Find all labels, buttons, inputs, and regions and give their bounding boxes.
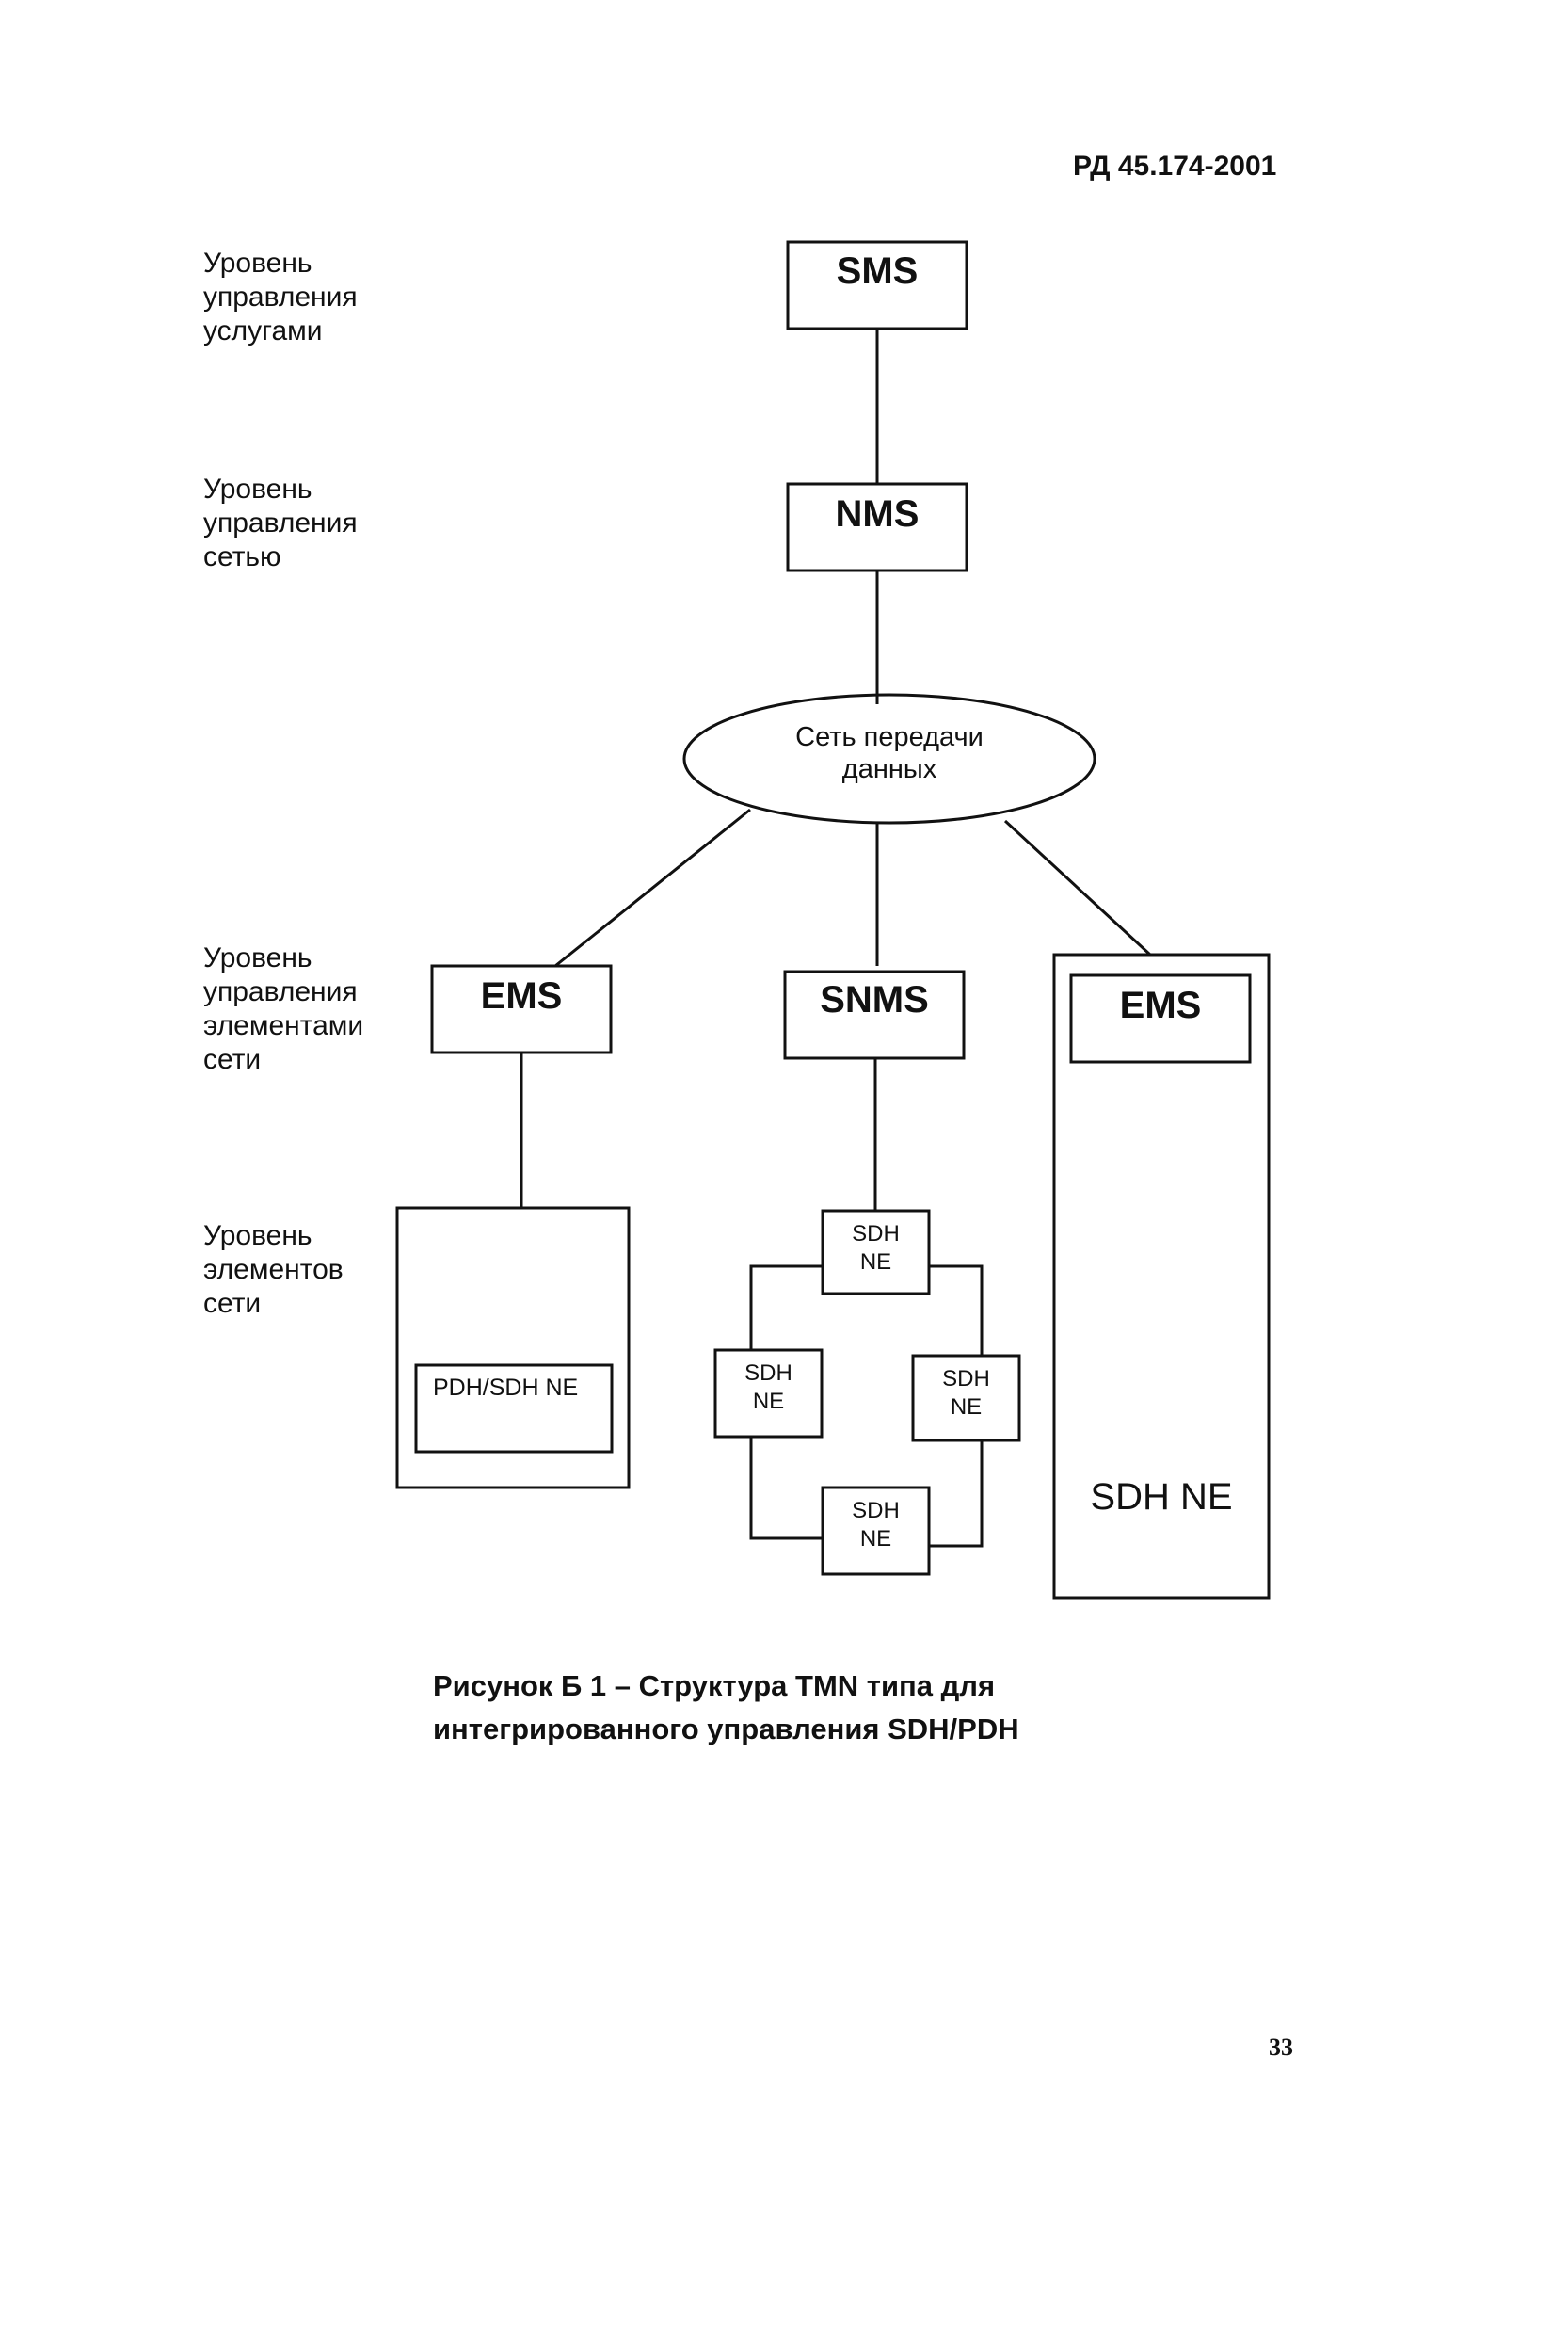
figure-caption: Рисунок Б 1 – Структура TMN типа для инт… <box>433 1669 1019 1745</box>
ems-right-box <box>1069 973 1252 1064</box>
sms-label: SMS <box>836 250 919 292</box>
pdh-sdh-ne-box <box>414 1363 614 1454</box>
nms-label: NMS <box>835 493 920 535</box>
sdh-ne-big-label: SDH NE <box>1090 1476 1233 1518</box>
data-network-ellipse <box>682 693 1096 825</box>
pdh-sdh-container <box>395 1206 631 1489</box>
ring-link-bottom-left <box>749 1437 823 1540</box>
level-label-network-elements: Уровень элементов сети <box>203 1220 344 1319</box>
level-label-services: Уровень управления услугами <box>203 248 358 346</box>
ring-link-top-right <box>929 1264 984 1356</box>
data-network-label-line2: данных <box>841 754 937 784</box>
sdh-ne-right-container <box>1052 953 1271 1600</box>
sdh-ne-top-box <box>821 1209 931 1295</box>
sdh-ne-bottom-box <box>821 1486 931 1576</box>
ring-link-bottom-right <box>929 1440 984 1548</box>
data-network-label-line1: Сеть передачи <box>795 722 984 752</box>
ems-right-label: EMS <box>1119 985 1202 1026</box>
sdh-ne-left-label: SDH NE <box>744 1360 792 1414</box>
sdh-ne-top-label: SDH NE <box>852 1221 900 1275</box>
document-code: РД 45.174-2001 <box>1073 151 1277 182</box>
ring-link-top-left <box>749 1264 823 1350</box>
sdh-ne-bottom-label: SDH NE <box>852 1498 900 1552</box>
page-number: 33 <box>1269 2034 1293 2061</box>
sdh-ne-right-label: SDH NE <box>942 1366 990 1420</box>
ems-left-label: EMS <box>480 975 563 1017</box>
sdh-ne-left-box <box>713 1348 824 1439</box>
link-network-ems-left <box>554 808 751 968</box>
link-network-ems-right <box>1003 819 1152 957</box>
level-label-element-management: Уровень управления элементами сети <box>203 942 364 1075</box>
pdh-sdh-ne-label: PDH/SDH NE <box>433 1375 579 1401</box>
snms-label: SNMS <box>820 979 929 1021</box>
sdh-ne-right-box <box>911 1354 1021 1442</box>
level-label-network: Уровень управления сетью <box>203 474 358 572</box>
